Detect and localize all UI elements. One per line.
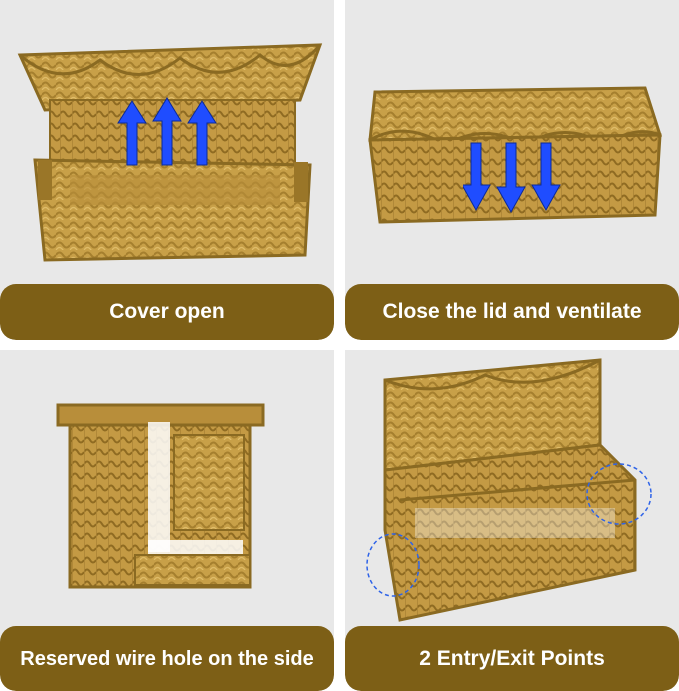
- product-photo: [0, 350, 334, 626]
- arrow-down-icon: [463, 142, 561, 214]
- caption: Cover open: [0, 284, 334, 340]
- product-photo: [345, 350, 679, 626]
- dashed-circle-icon: [586, 463, 652, 525]
- panel-entry-exit: 2 Entry/Exit Points: [345, 350, 679, 691]
- caption: Reserved wire hole on the side: [0, 626, 334, 691]
- product-photo: [345, 0, 679, 284]
- arrow-up-icon: [117, 97, 217, 166]
- dashed-circle-icon: [366, 533, 420, 597]
- panel-close-lid: Close the lid and ventilate: [345, 0, 679, 340]
- panel-wire-hole: Reserved wire hole on the side: [0, 350, 334, 691]
- product-photo: [0, 0, 334, 284]
- caption: 2 Entry/Exit Points: [345, 626, 679, 691]
- panel-cover-open: Cover open: [0, 0, 334, 340]
- caption: Close the lid and ventilate: [345, 284, 679, 340]
